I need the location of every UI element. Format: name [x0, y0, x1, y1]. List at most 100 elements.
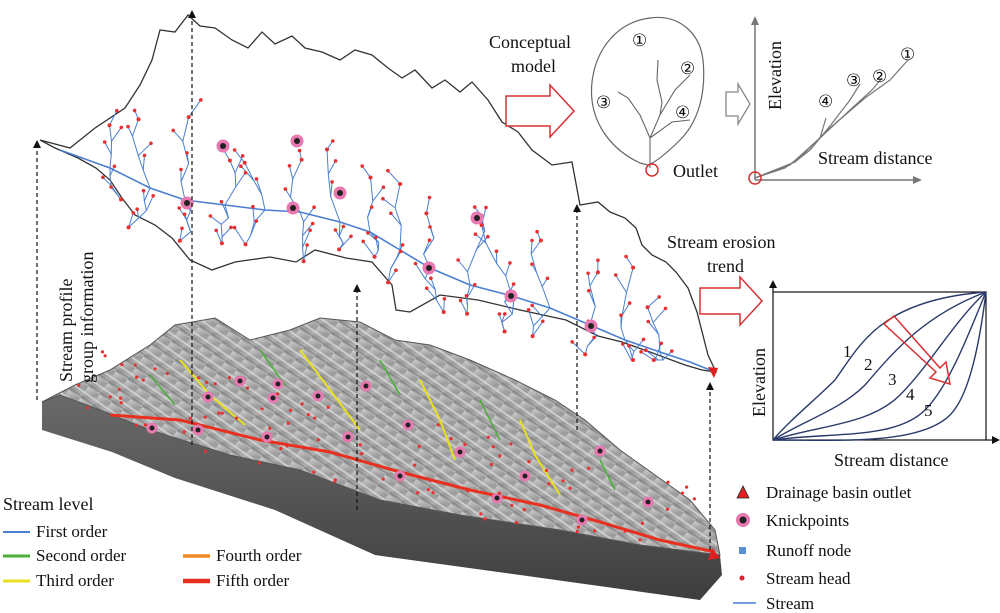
stream-head: [389, 212, 393, 216]
terrain-stream-head: [120, 401, 123, 404]
stream-head: [108, 123, 112, 127]
terrain-stream-head: [587, 467, 590, 470]
terrain-stream-head: [118, 388, 121, 391]
stream-head: [424, 211, 428, 215]
terrain-stream-head: [413, 464, 416, 467]
stream-head: [366, 231, 370, 235]
terrain-stream-head: [487, 436, 490, 439]
stream-head: [442, 310, 446, 314]
erosion-curve-label-1: 1: [843, 342, 852, 361]
stream-head: [126, 125, 130, 129]
terrain-stream-head: [235, 417, 238, 420]
terrain-stream-head: [246, 386, 249, 389]
stream-head: [334, 159, 338, 163]
stream-head: [639, 350, 643, 354]
stream-head: [300, 158, 304, 162]
terrain-stream-head: [287, 422, 290, 425]
terrain-stream-head: [685, 486, 688, 489]
terrain-stream-head: [561, 479, 564, 482]
stream-head: [465, 294, 469, 298]
stream-head: [646, 305, 650, 309]
stream-head: [512, 282, 516, 286]
terrain-stream-head: [492, 445, 495, 448]
terrain-stream-head: [204, 450, 207, 453]
stream-head: [151, 194, 155, 198]
terrain-stream-head: [498, 492, 501, 495]
stream-head: [251, 205, 255, 209]
stream-head: [209, 214, 213, 218]
terrain-stream-head: [570, 469, 573, 472]
profile-series-label-2: ②: [872, 67, 887, 86]
stream-head: [631, 266, 635, 270]
stream-head: [619, 313, 623, 317]
terrain-stream-head: [109, 395, 112, 398]
stream-head: [183, 213, 187, 217]
stream-head: [244, 242, 248, 246]
stream-head: [530, 262, 534, 266]
erosion-y-label: Elevation: [749, 348, 769, 417]
stream-head-label: Stream head: [766, 569, 851, 588]
tributary-twig: [461, 301, 468, 314]
stream-head: [508, 261, 512, 265]
stream-head: [456, 258, 460, 262]
stream-head: [531, 334, 535, 338]
terrain-stream-head: [183, 430, 186, 433]
stream-head: [199, 98, 203, 102]
drainage-outlet-label: Drainage basin outlet: [766, 483, 912, 502]
terrain-stream-head: [427, 488, 430, 491]
terrain-stream-head: [523, 508, 526, 511]
stream-head: [239, 164, 243, 168]
stream-head: [530, 304, 534, 308]
terrain-stream-head: [101, 350, 104, 353]
terrain-stream-head: [86, 406, 89, 409]
terrain-stream-head: [307, 413, 310, 416]
terrain-stream-head: [135, 376, 138, 379]
stream-head: [399, 250, 403, 254]
terrain-stream-head: [268, 427, 271, 430]
symbol-legend: Drainage basin outlet Knickpoints Runoff…: [733, 483, 912, 613]
terrain-stream-head: [515, 521, 518, 524]
stream-head: [288, 164, 292, 168]
stream-head: [535, 230, 539, 234]
stream-head: [624, 255, 628, 259]
blue-square-icon: [739, 547, 746, 554]
fourth-order-label: Fourth order: [216, 546, 302, 565]
stream-head: [628, 301, 632, 305]
stream-head: [394, 269, 398, 273]
terrain-stream-head: [104, 354, 107, 357]
runoff-node-label: Runoff node: [766, 541, 851, 560]
stream-head: [386, 169, 390, 173]
stream-head: [428, 196, 432, 200]
stream-head: [381, 197, 385, 201]
stream-head: [473, 283, 477, 287]
terrain-stream-head: [490, 463, 493, 466]
conceptual-label-line2: model: [511, 56, 556, 76]
stream-head: [627, 344, 631, 348]
fifth-order-label: Fifth order: [216, 571, 290, 590]
terrain-stream-head: [359, 443, 362, 446]
stream-head: [177, 206, 181, 210]
stream-head: [596, 258, 600, 262]
terrain-stream-head: [547, 482, 550, 485]
stream-head: [386, 280, 390, 284]
terrain-stream-head: [313, 417, 316, 420]
terrain-stream-head: [382, 478, 385, 481]
stream-head: [143, 154, 147, 158]
stream-head: [109, 185, 113, 189]
stream-head: [631, 358, 635, 362]
terrain-stream-head: [418, 445, 421, 448]
stream-head: [498, 312, 502, 316]
stream-head: [614, 273, 618, 277]
stream-head: [539, 239, 543, 243]
stream-level-legend: Stream level First order Second order Th…: [3, 494, 302, 590]
sketch-outlet-circle: [646, 164, 658, 176]
stream-head: [243, 161, 247, 165]
terrain-stream-head: [509, 442, 512, 445]
terrain-stream-head: [228, 376, 231, 379]
stream-head: [546, 277, 550, 281]
terrain-block: [42, 318, 722, 600]
terrain-stream-head: [153, 367, 156, 370]
terrain-stream-head: [197, 376, 200, 379]
stream-head: [652, 358, 656, 362]
profile-label-line2: group information: [77, 252, 97, 383]
